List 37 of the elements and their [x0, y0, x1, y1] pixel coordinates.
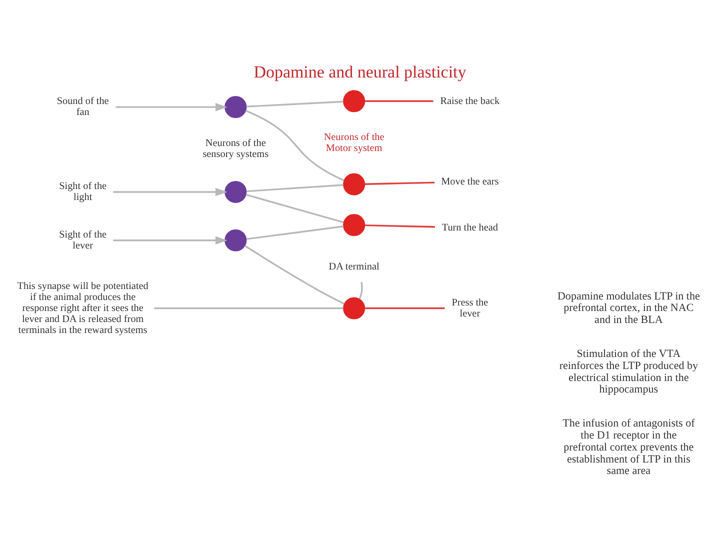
node-circle — [343, 296, 366, 319]
label: Neurons of the sensory systems — [202, 137, 269, 160]
connector — [246, 184, 344, 192]
node-text: Sound of the fan — [56, 96, 109, 118]
connector — [246, 100, 344, 107]
arrow — [116, 102, 228, 111]
connector — [365, 100, 434, 102]
label: Dopamine modulates LTP in the prefrontal cortex, in the NAC and in the BLA — [557, 290, 700, 326]
label: The infusion of antagonists of the D1 receptor in the prefrontal cortex prevents the establishment of LTP in this same area — [562, 417, 695, 477]
node-circle — [343, 214, 366, 236]
node-text: Sight of the light — [59, 180, 107, 203]
node-text: Press the lever — [452, 296, 488, 319]
connector — [154, 306, 344, 309]
node-text: Raise the back — [440, 95, 500, 106]
connector — [245, 109, 344, 181]
label: Neurons of the Motor system — [324, 131, 384, 154]
connector — [365, 181, 435, 184]
node-text: Turn the head — [442, 222, 498, 233]
node-circle — [224, 96, 247, 118]
node-circle — [224, 228, 247, 251]
diagram-title: Dopamine and neural plasticity — [254, 62, 466, 81]
connector — [246, 193, 344, 223]
node-circle — [343, 172, 366, 195]
arrow — [113, 187, 228, 196]
node-text: Sight of the lever — [59, 228, 107, 252]
label: Stimulation of the VTA reinforces the LTP produced by electrical stimulation in the hippocampus — [559, 348, 698, 396]
node-text: DA terminal — [328, 260, 380, 272]
node-text: Move the ears — [441, 176, 499, 187]
node-circle — [224, 180, 247, 203]
connector — [244, 244, 345, 304]
arrow — [113, 236, 228, 244]
connector — [246, 225, 344, 240]
connector — [365, 306, 445, 309]
connector — [365, 224, 436, 228]
node-text: This synapse will be potentiated if the animal produces the response right after it sees the lever and DA is released from terminals in the reward systems — [17, 280, 148, 336]
node-circle — [343, 90, 366, 112]
connector — [358, 281, 363, 299]
